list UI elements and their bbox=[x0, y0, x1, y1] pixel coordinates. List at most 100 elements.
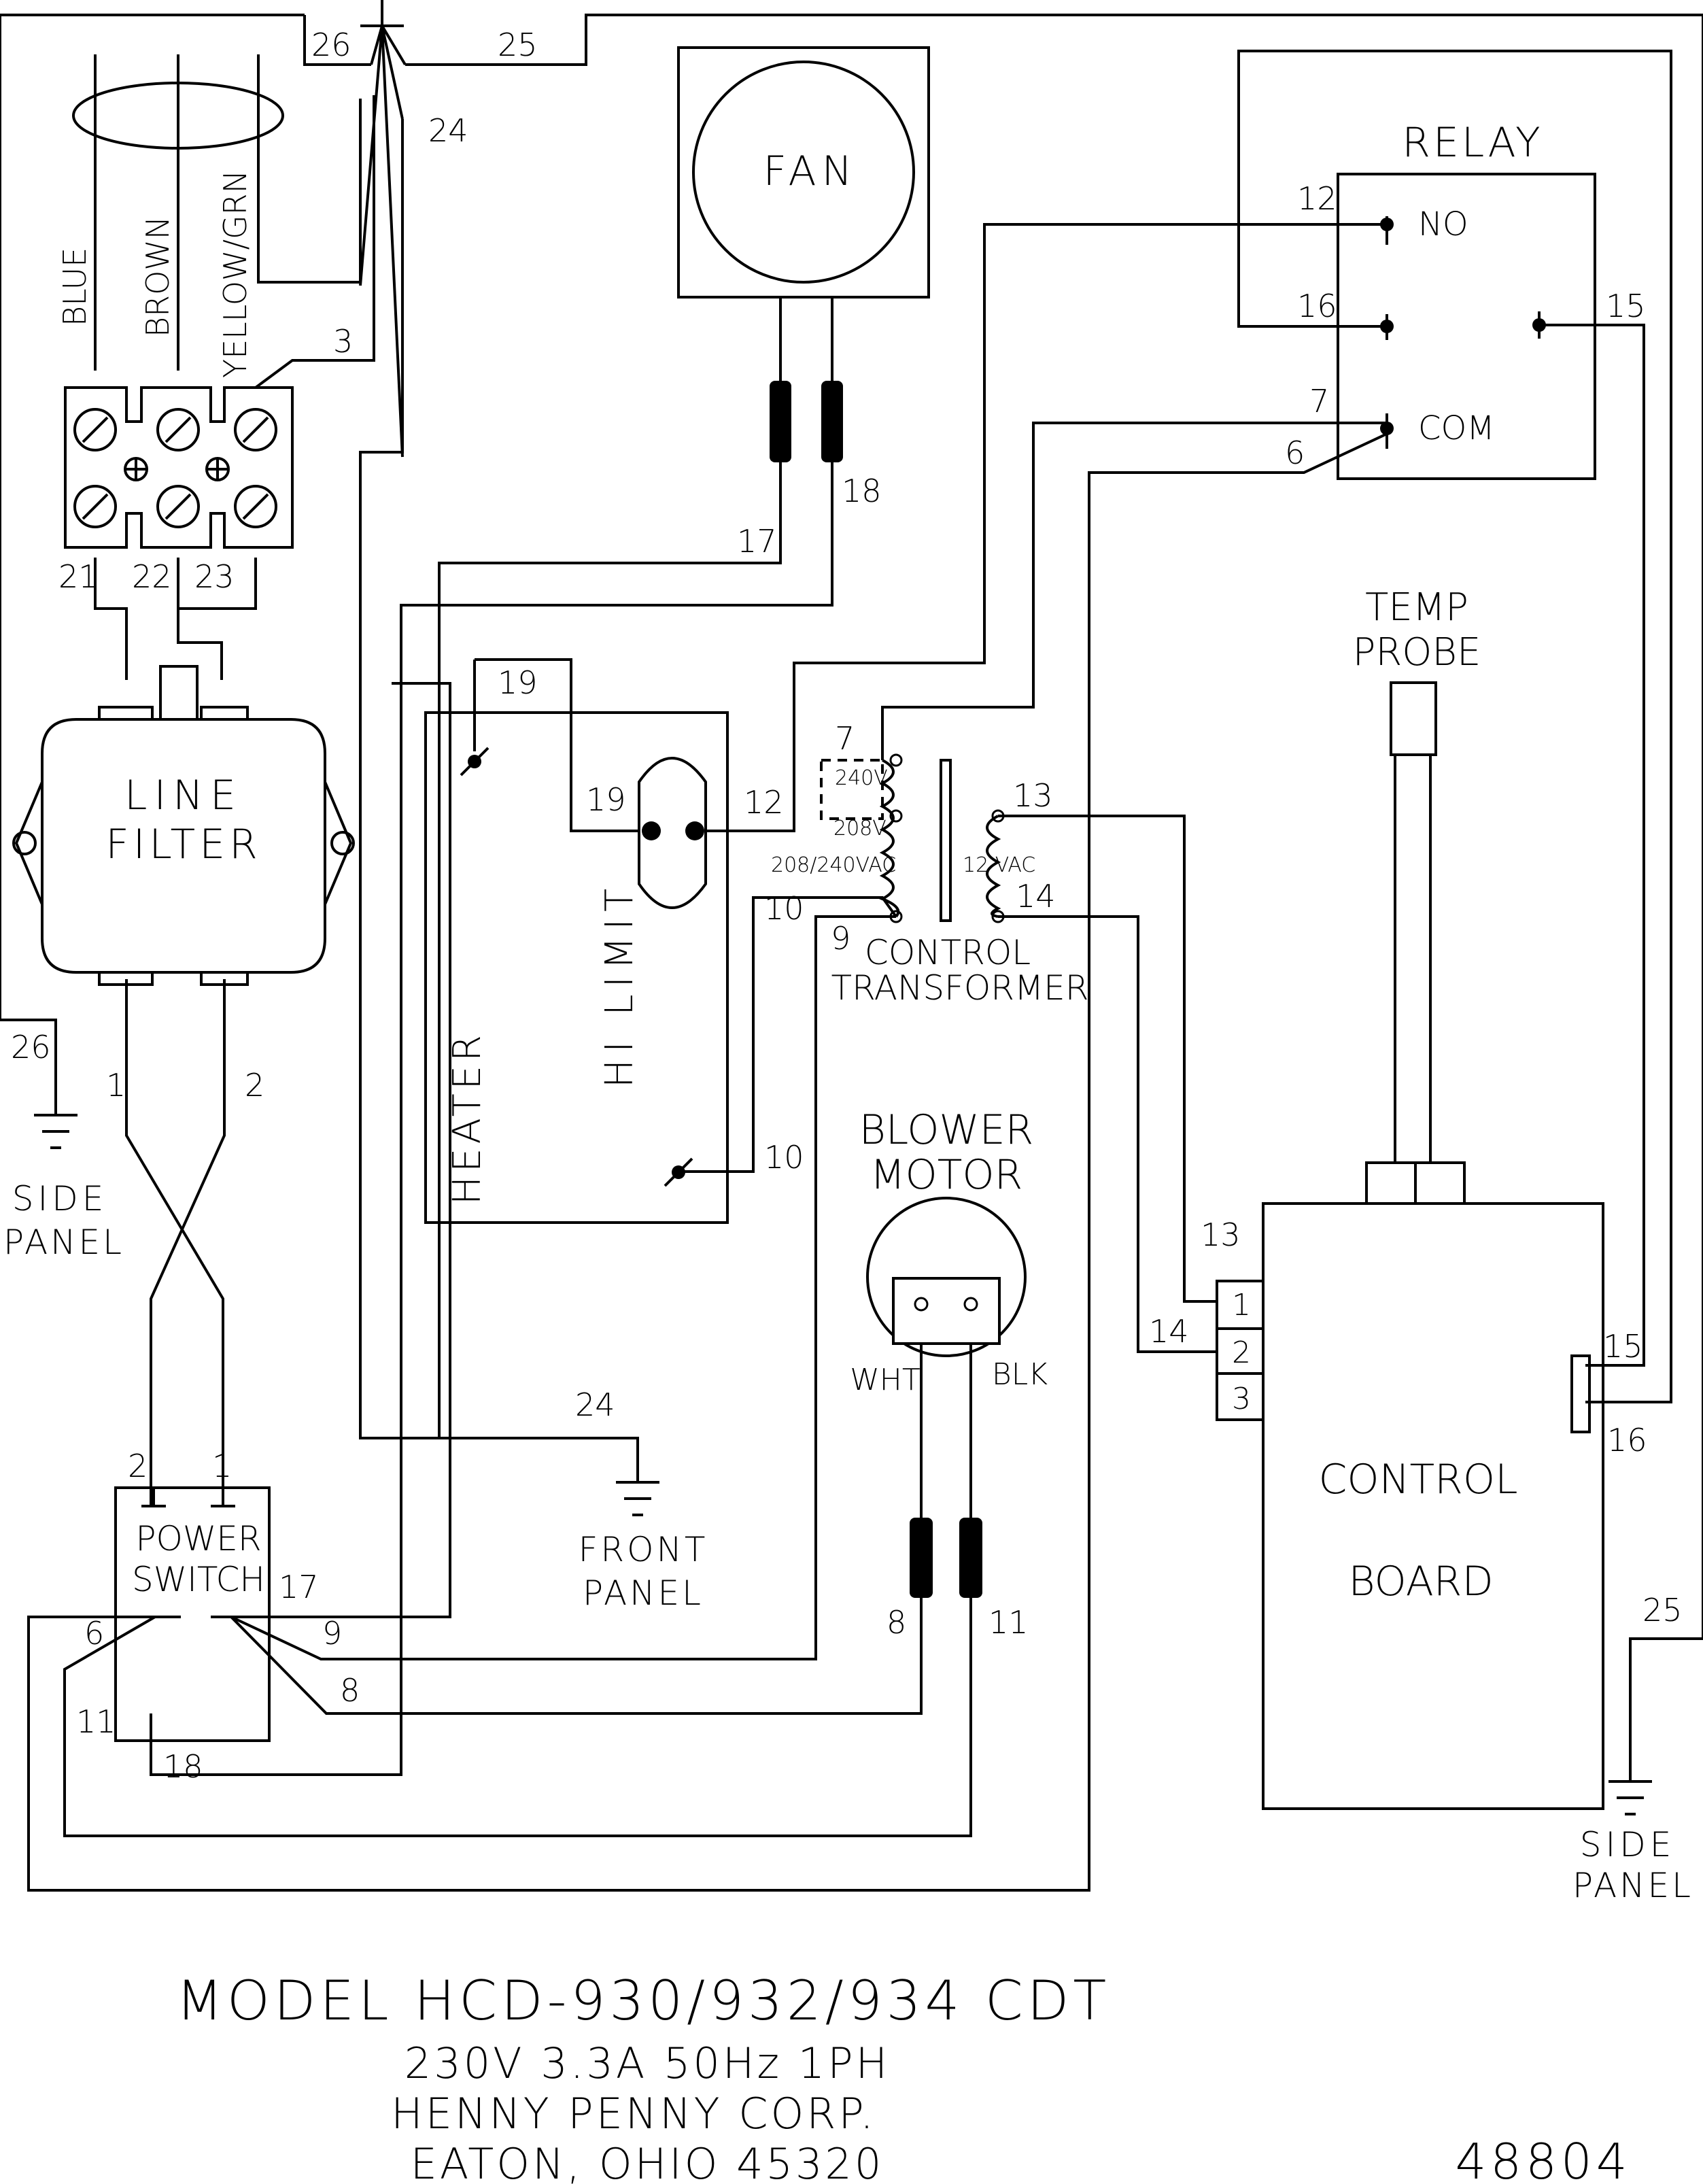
cord-brown-label: BROWN bbox=[139, 216, 176, 337]
side-panel-left-label-1: SIDE bbox=[12, 1179, 108, 1218]
connector bbox=[770, 381, 791, 462]
wire-label: 1 bbox=[106, 1067, 126, 1104]
heater: HEATER bbox=[424, 711, 729, 1224]
wires bbox=[0, 0, 1703, 1892]
wire-label: 9 bbox=[322, 1615, 342, 1652]
ground-side-panel-left: SIDE PANEL bbox=[3, 1114, 124, 1262]
transformer-label-1: CONTROL bbox=[865, 933, 1031, 972]
blower-label-2: MOTOR bbox=[870, 1151, 1023, 1199]
wire-label: 7 bbox=[835, 720, 855, 757]
wire-label: 18 bbox=[163, 1748, 203, 1785]
drawing-number: 48804 bbox=[1455, 2133, 1631, 2184]
wire-label: 3 bbox=[333, 323, 353, 360]
wire-label: 16 bbox=[1607, 1422, 1647, 1458]
wire-label: 2 bbox=[245, 1067, 264, 1104]
power-cord: BLUE BROWN YELLOW/GRN bbox=[56, 82, 284, 378]
hi-limit: HI LIMIT bbox=[598, 757, 707, 1088]
wire-label: 11 bbox=[988, 1604, 1029, 1641]
blower-wht-label: WHT bbox=[850, 1363, 920, 1397]
temp-probe-label-2: PROBE bbox=[1353, 630, 1481, 675]
relay: RELAY NO COM bbox=[1337, 119, 1596, 480]
power-switch-label-1: POWER bbox=[135, 1519, 261, 1558]
wire-label: 8 bbox=[340, 1672, 360, 1709]
model-title: MODEL HCD-930/932/934 CDT bbox=[176, 1969, 1110, 2032]
relay-no-label: NO bbox=[1418, 205, 1468, 243]
fan-label: FAN bbox=[763, 148, 858, 195]
wire-label: 25 bbox=[498, 27, 538, 63]
wire-label: 10 bbox=[764, 890, 804, 927]
terminal-screw bbox=[73, 408, 277, 528]
control-board-label-1: CONTROL bbox=[1319, 1456, 1518, 1503]
connector bbox=[910, 1518, 933, 1598]
wire-label: 10 bbox=[764, 1139, 804, 1176]
board-pin-1: 1 bbox=[1232, 1288, 1251, 1323]
side-panel-right-label-2: PANEL bbox=[1572, 1866, 1693, 1905]
cord-jacket bbox=[72, 82, 284, 150]
wire-label: 9 bbox=[831, 920, 850, 957]
wire-label: 25 bbox=[1642, 1592, 1683, 1628]
relay-label: RELAY bbox=[1402, 119, 1543, 167]
company-line: HENNY PENNY CORP. bbox=[391, 2089, 876, 2138]
power-switch: POWER SWITCH bbox=[114, 1486, 271, 1742]
wire-label: 8 bbox=[887, 1604, 906, 1641]
wire-label: 26 bbox=[11, 1029, 51, 1065]
line-filter-label-1: LINE bbox=[124, 772, 243, 819]
cord-blue-label: BLUE bbox=[56, 248, 93, 326]
wire-label: 22 bbox=[132, 558, 172, 595]
wire-label: 21 bbox=[58, 558, 99, 595]
wire-label: 23 bbox=[194, 558, 235, 595]
wire-label: 13 bbox=[1013, 777, 1053, 814]
cord-yellow-green-label: YELLOW/GRN bbox=[217, 170, 254, 378]
blower-motor: BLOWER MOTOR WHT BLK bbox=[850, 1106, 1048, 1598]
wire-label: 14 bbox=[1149, 1313, 1189, 1350]
front-panel-label-1: FRONT bbox=[579, 1530, 708, 1569]
control-transformer: 240V 208V 208/240VAC 12 VAC CONTROL TRAN… bbox=[771, 753, 1089, 1008]
ground-front-panel: FRONT PANEL bbox=[579, 1481, 708, 1613]
fan: FAN bbox=[677, 46, 930, 462]
power-switch-label-2: SWITCH bbox=[132, 1560, 265, 1599]
control-board: 1 2 3 CONTROL BOARD bbox=[1216, 1161, 1604, 1810]
terminal-block bbox=[64, 386, 294, 549]
board-pin-2: 2 bbox=[1232, 1335, 1251, 1370]
wire-label: 17 bbox=[279, 1569, 319, 1605]
wire-label: 12 bbox=[1297, 180, 1337, 217]
blower-label-1: BLOWER bbox=[859, 1106, 1034, 1154]
front-panel-label-2: PANEL bbox=[583, 1573, 704, 1613]
wire-label: 15 bbox=[1606, 288, 1646, 324]
wire-number-labels: 26 25 24 3 21 22 23 26 1 2 17 18 19 19 1… bbox=[11, 27, 1683, 1785]
temp-probe-label-1: TEMP bbox=[1365, 585, 1468, 630]
wire-label: 17 bbox=[737, 523, 777, 560]
hi-limit-label: HI LIMIT bbox=[598, 882, 642, 1088]
line-filter: LINE FILTER bbox=[12, 665, 355, 986]
wire-label: 19 bbox=[498, 664, 538, 701]
wire-label: 12 bbox=[744, 784, 784, 821]
wire-label: 26 bbox=[311, 27, 351, 63]
wire-label: 6 bbox=[1285, 434, 1305, 471]
rating-line: 230V 3.3A 50Hz 1PH bbox=[405, 2038, 890, 2088]
wire-label: 24 bbox=[428, 112, 468, 149]
wire-label: 1 bbox=[212, 1448, 232, 1484]
wire-label: 6 bbox=[84, 1615, 104, 1652]
blower-blk-label: BLK bbox=[992, 1357, 1048, 1392]
title-block: MODEL HCD-930/932/934 CDT 230V 3.3A 50Hz… bbox=[176, 1969, 1631, 2184]
temp-probe: TEMP PROBE bbox=[1353, 585, 1481, 756]
wire-label: 14 bbox=[1016, 878, 1056, 915]
board-pin-3: 3 bbox=[1232, 1382, 1251, 1416]
ground-side-panel-right: SIDE PANEL bbox=[1572, 1780, 1693, 1905]
tap-208v-label: 208V bbox=[833, 817, 887, 840]
wire-label: 11 bbox=[76, 1703, 116, 1740]
transformer-label-2: TRANSFORMER bbox=[831, 968, 1089, 1008]
tap-240v-label: 240V bbox=[835, 766, 888, 790]
side-panel-left-label-2: PANEL bbox=[3, 1223, 124, 1262]
wire-label: 2 bbox=[128, 1448, 148, 1484]
line-filter-label-2: FILTER bbox=[105, 821, 262, 868]
wire-label: 13 bbox=[1201, 1216, 1241, 1253]
primary-label: 208/240VAC bbox=[771, 853, 896, 877]
wire-label: 24 bbox=[575, 1386, 615, 1423]
address-line: EATON, OHIO 45320 bbox=[411, 2139, 884, 2184]
secondary-label: 12 VAC bbox=[963, 853, 1035, 877]
control-board-label-2: BOARD bbox=[1348, 1558, 1493, 1605]
side-panel-right-label-1: SIDE bbox=[1580, 1825, 1676, 1864]
wire-label: 16 bbox=[1297, 288, 1337, 324]
